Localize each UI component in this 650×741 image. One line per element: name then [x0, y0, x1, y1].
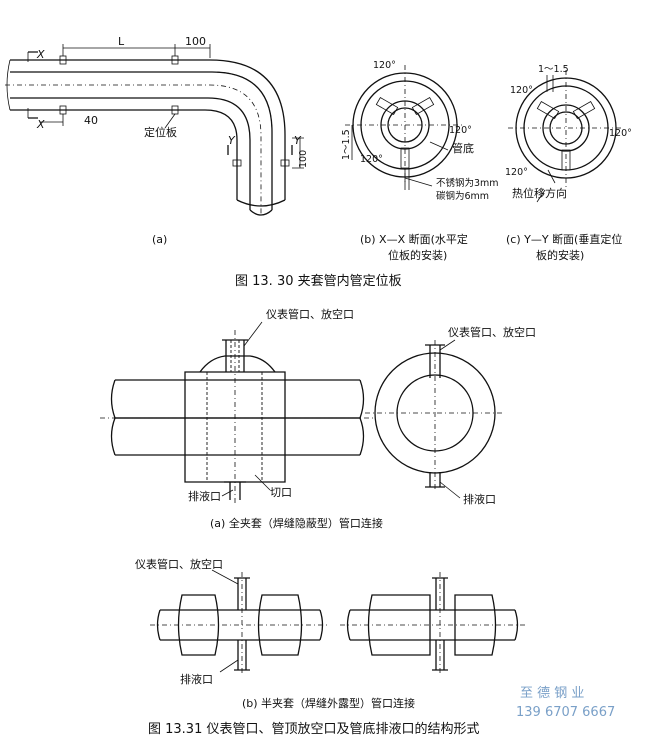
- dim-100-right-label: 100: [298, 150, 309, 168]
- figure-13-30-c-section: [508, 70, 624, 203]
- figure-13-31-b-half-jacket-right: [340, 572, 525, 676]
- a-drain-label: 排液口: [188, 489, 221, 503]
- dim-100-top-label: 100: [185, 35, 206, 48]
- subfigure-b-label-2: 位板的安装): [388, 248, 447, 262]
- b-angle-left: 120°: [360, 154, 383, 165]
- watermark-phone: 139 6707 6667: [516, 705, 615, 720]
- figure-13-31-sub-b: (b) 半夹套（焊缝外露型）管口连接: [242, 696, 415, 710]
- figure-13-31-caption: 图 13.31 仪表管口、管顶放空口及管底排液口的结构形式: [148, 721, 479, 737]
- subfigure-c-label-2: 板的安装): [536, 248, 584, 262]
- subfigure-a-label: (a): [152, 233, 167, 246]
- c-gap-dimension: 1～1.5: [538, 64, 569, 75]
- figure-13-31-a-end-view: [365, 339, 505, 499]
- section-x-bottom-label: X: [36, 118, 45, 131]
- c-angle-left: 120°: [505, 167, 528, 178]
- figure-13-31-a-full-jacket: [100, 321, 375, 505]
- locator-plate-label: 定位板: [144, 125, 177, 139]
- figure-13-30-a-pipe-elbow: [5, 44, 304, 216]
- thermal-shift-label: 热位移方向: [512, 186, 567, 200]
- b-drain-label: 排液口: [180, 672, 213, 686]
- section-y-right-label: Y: [294, 134, 302, 147]
- stainless-note: 不锈钢为3mm: [436, 177, 499, 189]
- a-end-drain-label: 排液口: [463, 492, 496, 506]
- b-angle-right: 120°: [449, 125, 472, 136]
- dim-l-label: L: [118, 35, 125, 48]
- subfigure-c-label-1: (c) Y—Y 断面(垂直定位: [506, 232, 622, 246]
- dim-40-label: 40: [84, 114, 98, 127]
- section-y-left-label: Y: [228, 134, 236, 147]
- b-instrument-vent-label: 仪表管口、放空口: [135, 557, 223, 571]
- b-gap-dimension: 1～1.5: [341, 129, 352, 160]
- pipe-bottom-label: 管底: [452, 141, 474, 155]
- figure-13-30-caption: 图 13. 30 夹套管内管定位板: [235, 273, 402, 289]
- b-angle-top: 120°: [373, 60, 396, 71]
- figure-13-31-sub-a: (a) 全夹套（焊缝隐蔽型）管口连接: [210, 516, 383, 530]
- watermark-company: 至 德 钢 业: [520, 686, 584, 701]
- c-angle-right: 120°: [609, 128, 632, 139]
- a-end-instrument-vent-label: 仪表管口、放空口: [448, 325, 536, 339]
- c-angle-top: 120°: [510, 85, 533, 96]
- cut-label: 切口: [270, 486, 292, 499]
- figure-13-31-b-half-jacket-left: [150, 569, 330, 676]
- a-instrument-vent-label: 仪表管口、放空口: [266, 307, 354, 321]
- carbon-note: 碳钢为6mm: [436, 190, 489, 202]
- subfigure-b-label-1: (b) X—X 断面(水平定: [360, 232, 468, 246]
- section-x-top-label: X: [36, 48, 45, 61]
- figure-13-30-b-section: [345, 65, 465, 190]
